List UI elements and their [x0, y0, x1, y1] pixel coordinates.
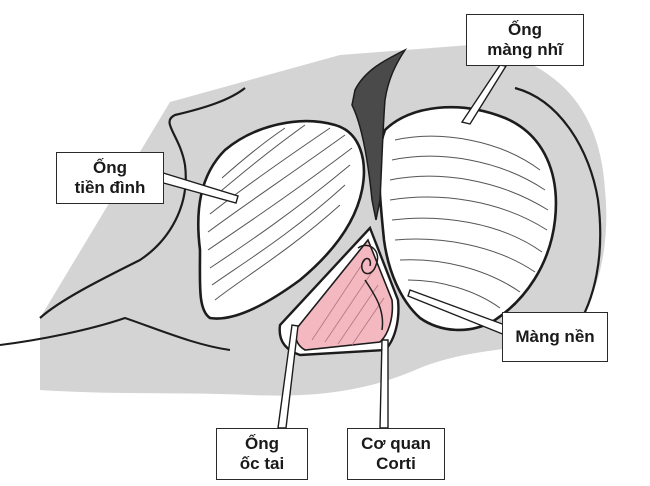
- label-ong-tien-dinh: Ống tiền đình: [56, 152, 164, 204]
- label-ong-oc-tai-line1: Ống: [245, 434, 279, 453]
- label-ong-oc-tai: Ống ốc tai: [216, 428, 308, 480]
- tissue-outline-bottom: [0, 316, 231, 351]
- organ-of-corti: [357, 244, 384, 331]
- scala-vestibuli-striations: [207, 124, 353, 301]
- label-ong-tien-dinh-line2: tiền đình: [74, 178, 146, 197]
- tissue-outline-right: [514, 86, 602, 331]
- leader-co-quan-corti: [379, 339, 389, 429]
- label-ong-tien-dinh-line1: Ống: [93, 158, 127, 177]
- label-mang-nen: Màng nền: [502, 312, 608, 362]
- label-ong-oc-tai-line2: ốc tai: [239, 454, 285, 473]
- label-ong-mang-nhi: Ống màng nhĩ: [466, 14, 584, 66]
- reissners-membrane: [351, 48, 408, 221]
- label-ong-mang-nhi-line1: Ống: [508, 20, 542, 39]
- scala-tympani: [377, 105, 558, 332]
- label-co-quan-corti-line1: Cơ quan: [361, 434, 431, 453]
- label-co-quan-corti-line2: Corti: [376, 454, 416, 473]
- tissue-outline-left: [39, 87, 246, 319]
- label-mang-nen-line1: Màng nền: [515, 327, 595, 346]
- label-ong-mang-nhi-line2: màng nhĩ: [487, 40, 563, 59]
- label-co-quan-corti: Cơ quan Corti: [347, 428, 445, 480]
